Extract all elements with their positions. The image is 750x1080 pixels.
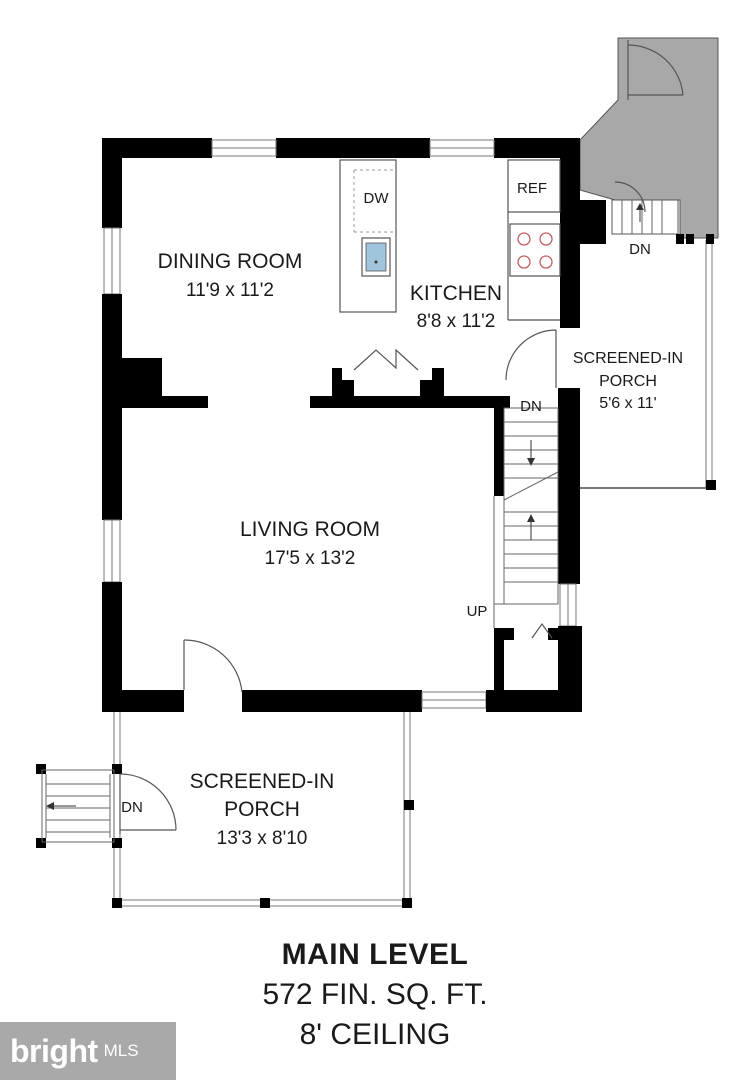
front-porch bbox=[36, 712, 414, 908]
doors bbox=[183, 329, 557, 693]
stair-down-arrow-icon bbox=[527, 458, 535, 466]
interior-walls bbox=[122, 358, 558, 690]
stair-up-arrow-icon bbox=[527, 514, 535, 522]
stove-icon bbox=[509, 223, 561, 277]
plan-title-block: MAIN LEVEL 572 FIN. SQ. FT. 8' CEILING bbox=[0, 935, 750, 1055]
level-title: MAIN LEVEL bbox=[281, 938, 469, 971]
porch-stair-arrow-icon bbox=[46, 802, 54, 810]
kitchen-name: KITCHEN bbox=[410, 282, 502, 305]
interior-stair-up-label: UP bbox=[467, 603, 488, 620]
deck-stair-down-label: DN bbox=[629, 241, 651, 258]
front-porch-name-line1: SCREENED-IN bbox=[190, 770, 335, 793]
interior-stairs bbox=[493, 407, 559, 628]
kitchen-fixtures bbox=[339, 159, 561, 321]
finished-area: 572 FIN. SQ. FT. bbox=[262, 978, 488, 1011]
kitchen-dims: 8'8 x 11'2 bbox=[417, 311, 496, 332]
front-porch-stair-down-label: DN bbox=[121, 799, 143, 816]
right-porch-name-line2: PORCH bbox=[599, 373, 657, 390]
dishwasher-label: DW bbox=[364, 190, 390, 207]
logo-suffix: MLS bbox=[103, 1041, 139, 1060]
ceiling-height: 8' CEILING bbox=[299, 1018, 451, 1051]
refrigerator-label: REF bbox=[517, 180, 547, 197]
right-porch-dims: 5'6 x 11' bbox=[599, 395, 656, 412]
right-porch-name-line1: SCREENED-IN bbox=[573, 350, 683, 367]
living-room-name: LIVING ROOM bbox=[240, 518, 380, 541]
bright-mls-logo: bright MLS bbox=[0, 1022, 176, 1080]
dining-room-dims: 11'9 x 11'2 bbox=[186, 280, 274, 301]
front-porch-dims: 13'3 x 8'10 bbox=[217, 828, 308, 849]
exterior-walls bbox=[102, 138, 606, 712]
dining-room-name: DINING ROOM bbox=[158, 250, 303, 273]
interior-stair-down-label: DN bbox=[520, 398, 542, 415]
living-room-dims: 17'5 x 13'2 bbox=[265, 548, 356, 569]
logo-word: bright bbox=[10, 1032, 98, 1069]
deck bbox=[579, 37, 719, 239]
right-porch-outline bbox=[580, 234, 716, 490]
front-porch-name-line2: PORCH bbox=[224, 798, 300, 821]
